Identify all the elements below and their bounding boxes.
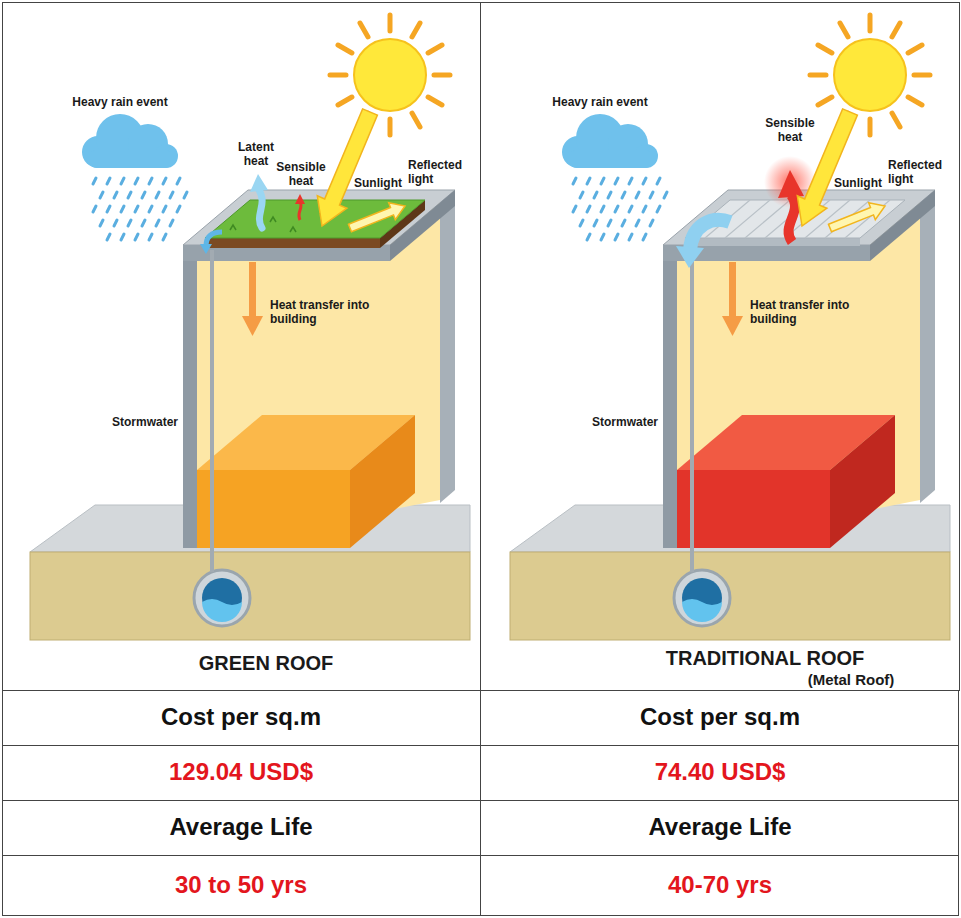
red-room-block — [677, 470, 830, 548]
table-value-cell: 40-70 yrs — [500, 871, 940, 899]
panel-subtitle: (Metal Roof) — [781, 671, 921, 689]
table-header-cell: Average Life — [21, 813, 461, 841]
green-roof-scene — [30, 15, 470, 640]
green-roof-parts — [197, 109, 425, 572]
green-roof-light-arrows — [317, 109, 405, 232]
callout-label: Reflected light — [408, 158, 470, 186]
sensible-heat-arrow — [299, 202, 301, 220]
metal-roof-sheet — [685, 238, 860, 246]
callout-label: Sunlight — [354, 176, 414, 190]
table-header-cell: Cost per sq.m — [21, 703, 461, 731]
stormwater-arrow — [200, 232, 222, 254]
panel-box: TRADITIONAL ROOF(Metal Roof) — [480, 2, 960, 691]
stormwater-arrow — [200, 244, 212, 254]
callout-label: Reflected light — [888, 158, 950, 186]
sensible-heat-arrow — [778, 170, 804, 198]
stormwater-arrow — [206, 232, 222, 246]
latent-heat-arrow — [250, 174, 268, 228]
stormwater-arrow — [676, 220, 730, 268]
callout-label: Sunlight — [834, 176, 894, 190]
table-value-cell: 30 to 50 yrs — [21, 871, 461, 899]
table-value-cell: 129.04 USD$ — [21, 758, 461, 786]
callout-label: Heat transfer into building — [270, 298, 370, 326]
sensible-heat-arrow — [789, 195, 795, 242]
callout-label: Heat transfer into building — [750, 298, 850, 326]
green-roof-layer — [205, 238, 380, 248]
red-room-block — [830, 415, 895, 548]
callout-label: Sensible heat — [272, 160, 330, 188]
drain-pipe — [210, 250, 214, 572]
table-value-cell: 74.40 USD$ — [500, 758, 940, 786]
stormwater-arrow — [690, 220, 730, 250]
orange-room-block — [350, 415, 415, 548]
latent-heat-arrow — [250, 174, 268, 192]
panel-title: GREEN ROOF — [166, 651, 366, 675]
table-header-cell: Cost per sq.m — [500, 703, 940, 731]
drain-pipe — [690, 250, 694, 572]
table-header-cell: Average Life — [500, 813, 940, 841]
orange-room-block — [197, 470, 350, 548]
sensible-heat-arrow — [295, 194, 305, 204]
callout-label: Stormwater — [568, 415, 658, 429]
sensible-heat-arrow — [295, 194, 305, 220]
stormwater-arrow — [676, 246, 704, 268]
callout-label: Stormwater — [88, 415, 178, 429]
latent-heat-arrow — [259, 190, 262, 228]
panel-title: TRADITIONAL ROOF — [615, 646, 915, 670]
table-grid — [2, 690, 959, 916]
callout-label: Heavy rain event — [55, 95, 185, 109]
traditional-roof-parts — [676, 109, 905, 572]
callout-label: Heavy rain event — [535, 95, 665, 109]
callout-label: Sensible heat — [760, 116, 820, 144]
traditional-roof-scene — [510, 15, 950, 640]
orange-room-block — [197, 415, 415, 548]
red-room-block — [677, 415, 895, 548]
